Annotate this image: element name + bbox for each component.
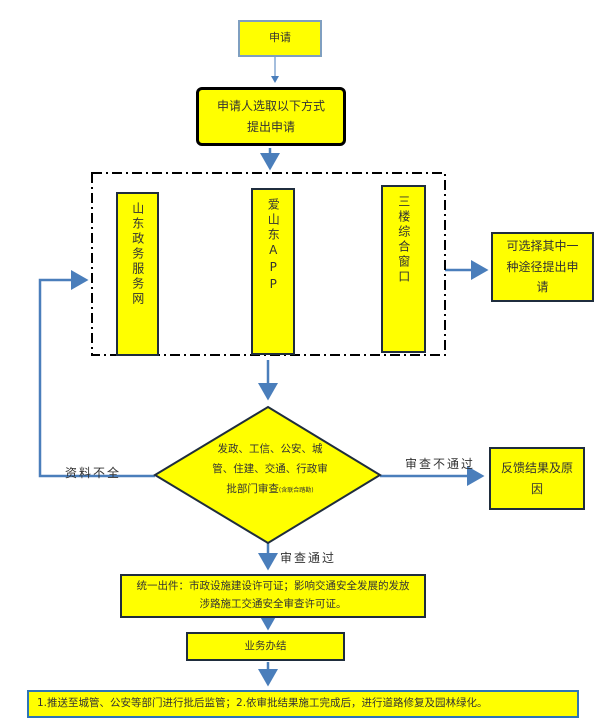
apply-node: 申请 — [238, 20, 322, 57]
review-text: 发政、工信、公安、城管、住建、交通、行政审批部门审查(含联合踏勘) — [210, 440, 330, 510]
after-node: 1.推送至城管、公安等部门进行批后监管；2.依审批结果施工完成后，进行道路修复及… — [27, 690, 579, 718]
feedback-node: 反馈结果及原因 — [489, 447, 585, 510]
incomplete-label: 资料不全 — [65, 466, 122, 480]
app-channel: 爱山东APP — [251, 188, 295, 355]
any-channel-note: 可选择其中一种途径提出申请 — [491, 232, 594, 302]
issue-node: 统一出件：市政设施建设许可证；影响交通安全发展的发放涉路施工交通安全审查许可证。 — [120, 574, 426, 618]
pass-label: 审查通过 — [280, 551, 337, 565]
window-channel: 三楼综合窗口 — [381, 185, 426, 353]
review-note: (含联合踏勘) — [278, 486, 314, 494]
arrow-incomplete — [38, 270, 155, 478]
online-channel: 山东政务服务网 — [116, 192, 159, 356]
review-diamond — [153, 405, 382, 545]
channel-group-border — [91, 172, 446, 356]
done-node: 业务办结 — [186, 632, 345, 661]
review-main: 发政、工信、公安、城管、住建、交通、行政审批部门审查 — [212, 443, 328, 495]
choose-node: 申请人选取以下方式 提出申请 — [196, 87, 346, 146]
fail-label: 审查不通过 — [405, 457, 476, 471]
